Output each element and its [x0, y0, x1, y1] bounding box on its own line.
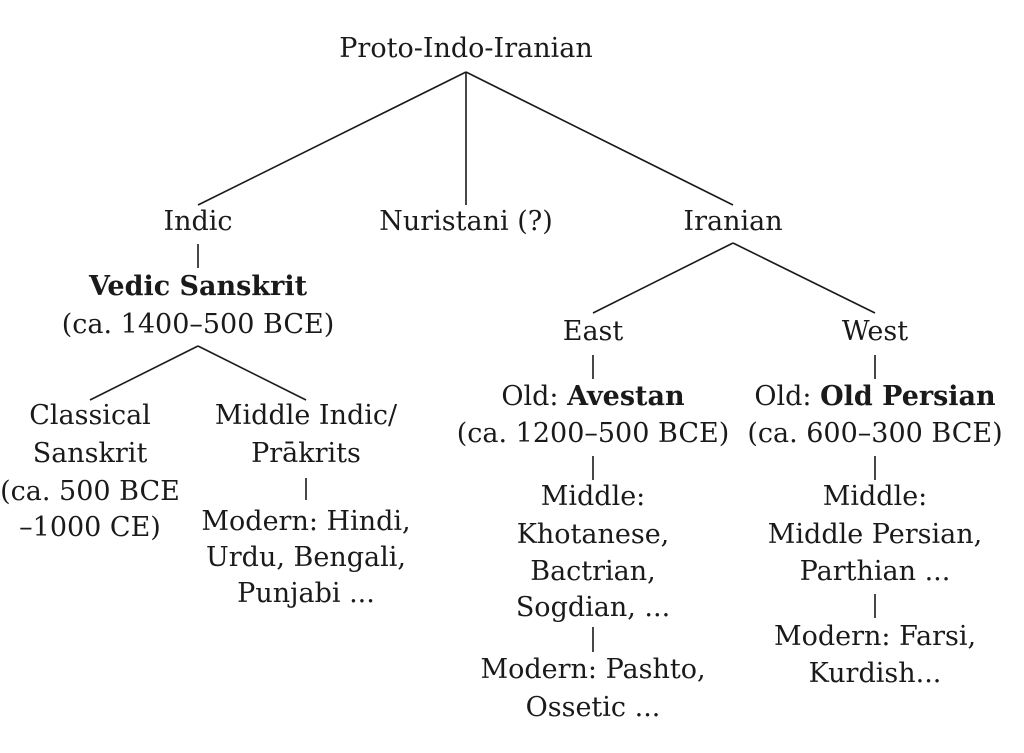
- node-east-middle-line: Khotanese,: [517, 519, 670, 550]
- node-avestan: Avestan: [566, 381, 685, 412]
- node-classical-sanskrit-line: Sanskrit: [33, 438, 148, 469]
- node-iranian: Iranian: [683, 206, 782, 237]
- node-indic: Indic: [163, 206, 232, 237]
- node-indic-modern-line: Punjabi ...: [237, 578, 375, 609]
- edge-iranian-west: [732, 242, 876, 314]
- node-classical-sanskrit: Classical Sanskrit (ca. 500 BCE –1000 CE…: [0, 400, 180, 543]
- node-west-middle-line: Middle Persian,: [768, 519, 982, 550]
- node-classical-sanskrit-line: (ca. 500 BCE: [0, 476, 180, 507]
- node-indic-modern: Modern: Hindi, Urdu, Bengali, Punjabi ..…: [201, 506, 410, 609]
- node-east-middle-line: Bactrian,: [530, 556, 656, 587]
- node-middle-indic-line: Middle Indic/: [215, 400, 398, 431]
- tree-edges: [89, 71, 876, 652]
- node-avestan-date: (ca. 1200–500 BCE): [457, 418, 730, 449]
- node-west-middle-line: Middle:: [823, 481, 928, 512]
- node-east-middle-line: Sogdian, ...: [516, 592, 670, 623]
- node-west-modern-line: Modern: Farsi,: [774, 621, 976, 652]
- node-west-middle: Middle: Middle Persian, Parthian ...: [768, 481, 982, 587]
- node-west-old-prefix: Old:: [754, 381, 811, 412]
- node-west-middle-line: Parthian ...: [800, 556, 951, 587]
- node-old-persian: Old Persian: [820, 381, 996, 412]
- node-east-old: Old: Avestan: [501, 381, 685, 412]
- node-east-modern-line: Ossetic ...: [526, 692, 661, 723]
- node-middle-indic: Middle Indic/ Prākrits: [215, 400, 398, 469]
- node-west-modern: Modern: Farsi, Kurdish...: [774, 621, 976, 689]
- node-nuristani: Nuristani (?): [379, 206, 553, 237]
- edge-root-iranian: [465, 71, 734, 206]
- edge-root-indic: [197, 71, 467, 206]
- node-east-modern-line: Modern: Pashto,: [480, 654, 705, 685]
- node-west: West: [842, 316, 908, 347]
- node-old-persian-date: (ca. 600–300 BCE): [747, 418, 1002, 449]
- node-indic-modern-line: Modern: Hindi,: [201, 506, 410, 537]
- node-east-old-prefix: Old:: [501, 381, 558, 412]
- tree-nodes: Proto-Indo-Iranian Indic Nuristani (?) I…: [0, 33, 1003, 723]
- node-classical-sanskrit-line: Classical: [29, 400, 151, 431]
- node-west-old: Old: Old Persian: [754, 381, 996, 412]
- node-vedic-sanskrit: Vedic Sanskrit: [88, 271, 308, 302]
- node-middle-indic-line: Prākrits: [251, 438, 361, 469]
- node-classical-sanskrit-line: –1000 CE): [19, 512, 161, 543]
- node-east-middle: Middle: Khotanese, Bactrian, Sogdian, ..…: [516, 481, 670, 623]
- node-east: East: [563, 316, 624, 347]
- node-east-modern: Modern: Pashto, Ossetic ...: [480, 654, 705, 723]
- node-indic-modern-line: Urdu, Bengali,: [206, 542, 406, 573]
- node-west-modern-line: Kurdish...: [809, 658, 942, 689]
- edge-vedic-classical: [89, 345, 199, 401]
- edge-iranian-east: [592, 242, 734, 314]
- edge-vedic-middle-indic: [197, 345, 307, 401]
- node-east-middle-line: Middle:: [541, 481, 646, 512]
- node-proto-indo-iranian: Proto-Indo-Iranian: [339, 33, 592, 64]
- node-vedic-sanskrit-date: (ca. 1400–500 BCE): [62, 309, 335, 340]
